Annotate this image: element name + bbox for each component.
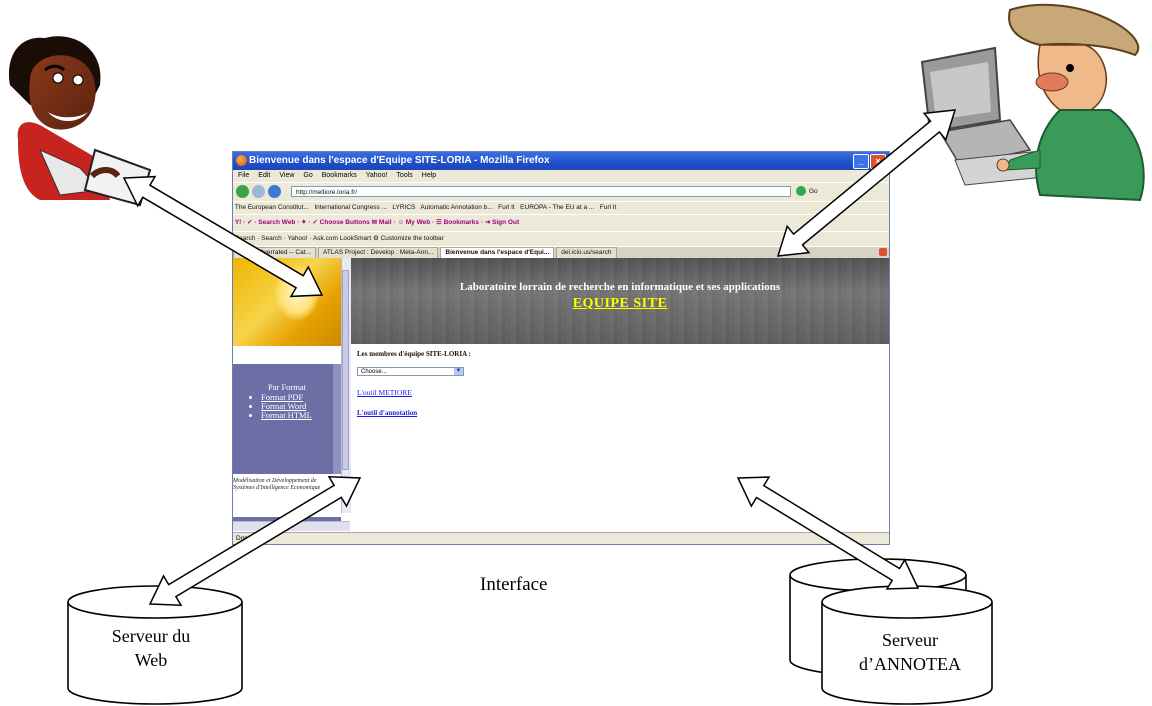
web-server-database-icon <box>67 585 243 705</box>
menu-bar: File Edit View Go Bookmarks Yahoo! Tools Help <box>233 170 889 182</box>
menu-view[interactable]: View <box>279 172 295 179</box>
person-at-keyboard-icon <box>9 36 152 207</box>
minimize-button[interactable]: _ <box>853 154 869 169</box>
bookmark-item[interactable]: Automatic Annotation b... <box>420 204 493 211</box>
bookmark-item[interactable]: International Congress ... <box>314 204 387 211</box>
banner-title: Laboratoire lorrain de recherche en info… <box>459 281 781 293</box>
url-input[interactable]: http://meltiore.loria.fr/ <box>291 186 791 197</box>
annotation-tool-link[interactable]: L'outil d'annotation <box>357 409 418 417</box>
format-html-link[interactable]: Format HTML <box>261 411 337 420</box>
interface-label: Interface <box>480 574 548 595</box>
menu-file[interactable]: File <box>238 172 250 179</box>
bookmark-item[interactable]: The European Constitut... <box>234 204 309 211</box>
formats-heading: Par Format <box>267 382 306 392</box>
close-tab-icon[interactable] <box>879 248 887 256</box>
annotea-server-label-line2: d’ANNOTEA <box>859 654 961 674</box>
bookmark-item[interactable]: Furl It <box>599 204 617 211</box>
menu-yahoo[interactable]: Yahoo! <box>365 172 388 179</box>
arrow-interface-to-cowboy <box>776 109 957 257</box>
sidebar-caption: Modélisation et Développement de Système… <box>233 478 321 491</box>
web-server-label-line2: Web <box>134 650 168 670</box>
tab-item[interactable]: ATLAS Project : Develop : Meta-Ann... <box>317 247 439 258</box>
firefox-icon <box>236 155 247 166</box>
back-icon[interactable] <box>236 185 249 198</box>
chevron-down-icon[interactable]: ▼ <box>454 368 463 375</box>
reload-icon[interactable] <box>268 185 281 198</box>
bookmark-item[interactable]: LYRICS <box>392 204 416 211</box>
format-pdf-link[interactable]: Format PDF <box>261 393 337 402</box>
annotea-server-label: Serveur d’ANNOTEA <box>845 628 975 676</box>
format-word-link[interactable]: Format Word <box>261 402 337 411</box>
tab-bar: ...gy is Overrated -- Cat...ATLAS Projec… <box>233 246 889 259</box>
search-toolbar-text[interactable]: Search · Search · Yahoo! · Ask.com LookS… <box>234 235 444 242</box>
sidebar-scroll-thumb[interactable] <box>342 270 349 470</box>
status-bar: Done <box>233 532 889 544</box>
menu-go[interactable]: Go <box>303 172 313 179</box>
menu-bookmarks[interactable]: Bookmarks <box>321 172 357 179</box>
tab-active[interactable]: Bienvenue dans l'espace d'Equi... <box>440 247 555 258</box>
arrow-webserver-to-interface <box>148 475 362 607</box>
bookmark-item[interactable]: Furl It <box>498 204 515 211</box>
arrow-user-to-interface <box>122 175 324 298</box>
cowboy-at-computer-icon <box>920 3 1145 202</box>
tab-item[interactable]: del.icio.us/search <box>556 247 617 258</box>
bookmarks-toolbar: The European Constitut... International … <box>233 201 889 215</box>
arrow-annotea-to-interface <box>736 476 920 590</box>
bookmark-item[interactable]: EUROPA - The EU at a ... <box>520 204 595 211</box>
member-select[interactable]: Choose... ▼ <box>357 367 464 376</box>
web-server-label: Serveur du Web <box>96 624 206 672</box>
banner-team-name[interactable]: EQUIPE SITE <box>572 296 668 311</box>
go-button[interactable]: Go <box>809 188 818 195</box>
metiore-link[interactable]: L'outil METIORE <box>357 388 412 397</box>
annotea-server-front-database-icon <box>821 585 993 705</box>
yahoo-toolbar-text[interactable]: Y! · ✓ · Search Web · ✦ · ✓ Choose Butto… <box>234 219 520 226</box>
banner-shading <box>351 258 889 344</box>
members-heading: Les membres d'équipe SITE-LORIA : <box>357 350 471 358</box>
web-server-label-line1: Serveur du <box>111 626 191 646</box>
forward-icon[interactable] <box>252 185 265 198</box>
menu-tools[interactable]: Tools <box>396 172 413 179</box>
sidebar-formats-panel <box>233 364 341 474</box>
browser-window: Bienvenue dans l'espace d'Equipe SITE-LO… <box>232 151 890 545</box>
formats-list: Par Format Format PDF Format Word Format… <box>237 382 337 420</box>
site-sidebar: Par Format Format PDF Format Word Format… <box>233 258 341 544</box>
window-title: Bienvenue dans l'espace d'Equipe SITE-LO… <box>249 155 550 166</box>
tab-item[interactable]: ...gy is Overrated -- Cat... <box>233 247 316 258</box>
member-select-value: Choose... <box>361 369 387 375</box>
menu-edit[interactable]: Edit <box>258 172 271 179</box>
annotea-server-label-line1: Serveur <box>882 630 938 650</box>
go-icon[interactable] <box>796 186 806 196</box>
menu-help[interactable]: Help <box>421 172 437 179</box>
navigation-toolbar: http://meltiore.loria.fr/ Go <box>233 182 889 202</box>
